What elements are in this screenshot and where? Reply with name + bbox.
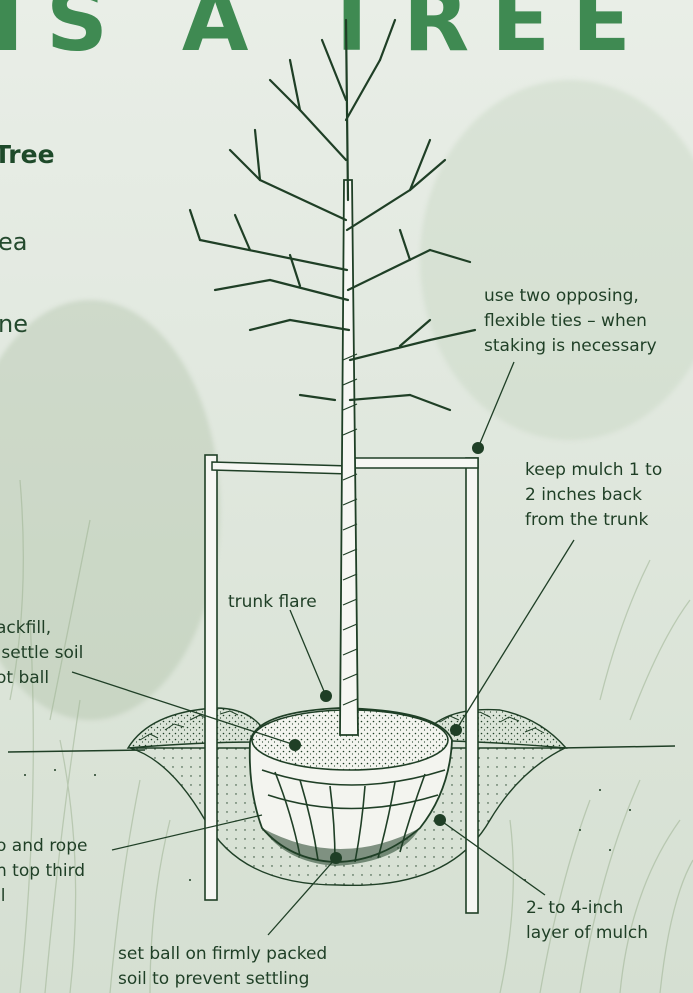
mulch-left <box>128 708 260 748</box>
label-mulch-back: keep mulch 1 to 2 inches back from the t… <box>525 458 662 533</box>
label-trunk-flare: trunk flare <box>228 590 317 615</box>
tree-branches <box>190 20 475 410</box>
label-backfill: ackfill, settle soil ot ball <box>0 616 83 691</box>
stake-left <box>205 455 217 900</box>
stake-right <box>466 458 478 913</box>
label-burlap: o and rope n top third ll <box>0 834 87 909</box>
label-ties: use two opposing, flexible ties – when s… <box>484 284 657 359</box>
tree-trunk <box>340 180 358 735</box>
label-mulch-layer: 2- to 4-inch layer of mulch <box>526 896 648 946</box>
label-settle: set ball on firmly packed soil to preven… <box>118 942 327 992</box>
